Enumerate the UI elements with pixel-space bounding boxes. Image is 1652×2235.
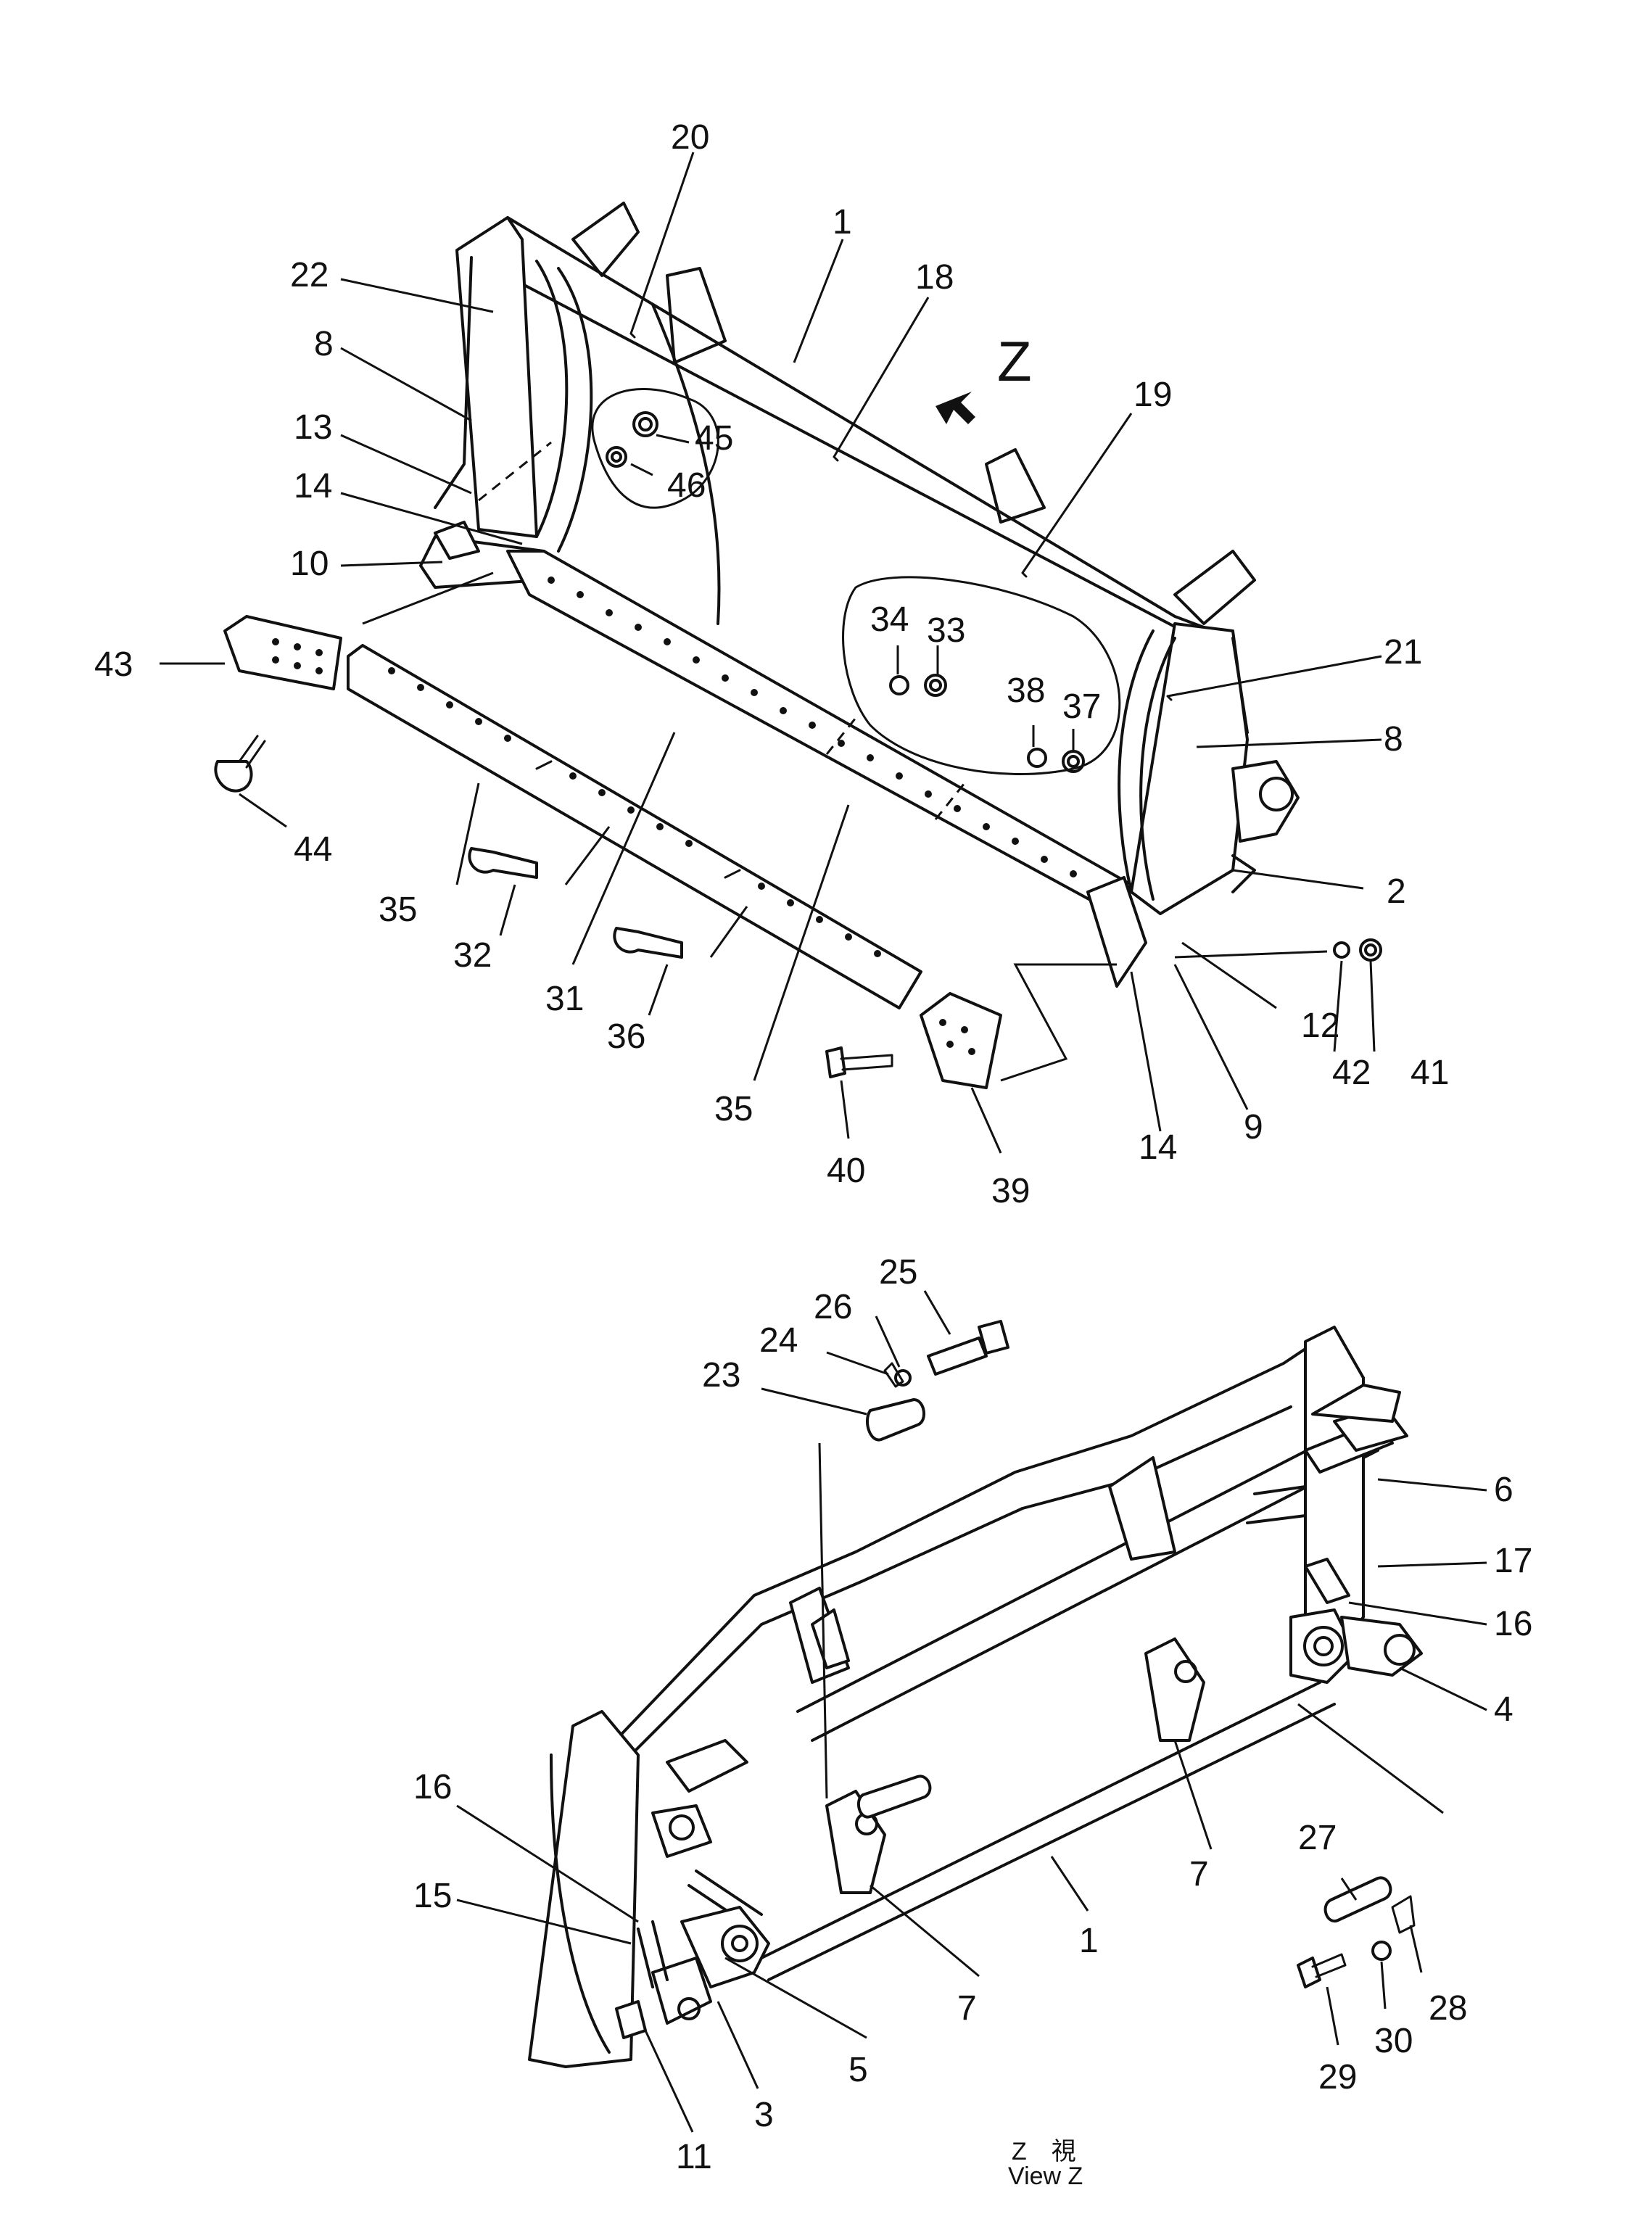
bottom-view-callouts: 25 26 24 23 6 17 16 4 7 27 1 7 28 30 29 … <box>413 1253 1532 2190</box>
callout-26: 26 <box>814 1288 852 1326</box>
callout-13: 13 <box>294 408 332 447</box>
callout-21: 21 <box>1384 633 1422 672</box>
callout-8b: 8 <box>1384 720 1403 759</box>
callout-12: 12 <box>1301 1007 1339 1045</box>
callout-22: 22 <box>290 256 329 294</box>
callout-6: 6 <box>1494 1471 1513 1509</box>
cutting-edge-lower-holes <box>388 667 881 957</box>
callout-29: 29 <box>1318 2058 1357 2096</box>
callout-34: 34 <box>870 600 909 639</box>
leader-lines <box>160 152 1487 2133</box>
callout-36: 36 <box>607 1017 645 1056</box>
callout-9: 9 <box>1244 1108 1263 1147</box>
callout-16: 16 <box>1494 1605 1532 1643</box>
callout-35: 35 <box>379 891 417 929</box>
callout-42: 42 <box>1332 1054 1371 1092</box>
callout-38: 38 <box>1007 672 1045 710</box>
callout-3: 3 <box>754 2096 774 2134</box>
blade-rear-assembly <box>528 1320 1423 2068</box>
callout-16b: 16 <box>413 1768 452 1806</box>
callout-14: 14 <box>294 467 332 505</box>
callout-10: 10 <box>290 545 329 583</box>
callout-4: 4 <box>1494 1690 1513 1729</box>
callout-7: 7 <box>1189 1855 1209 1893</box>
callout-14b: 14 <box>1139 1128 1177 1167</box>
callout-25: 25 <box>879 1253 917 1292</box>
callout-27: 27 <box>1298 1819 1337 1857</box>
callout-39: 39 <box>991 1172 1030 1210</box>
callout-31: 31 <box>545 980 584 1018</box>
callout-32: 32 <box>453 936 492 975</box>
callout-18: 18 <box>915 258 954 297</box>
callout-33: 33 <box>927 611 965 650</box>
callout-44: 44 <box>294 830 332 869</box>
callout-19: 19 <box>1133 376 1172 414</box>
callout-37: 37 <box>1062 687 1101 726</box>
callout-43: 43 <box>94 645 133 684</box>
cutting-edge-holes <box>548 577 1077 877</box>
callout-28: 28 <box>1429 1989 1467 2028</box>
callout-24: 24 <box>759 1321 798 1360</box>
view-direction-arrow <box>936 392 975 424</box>
callout-17: 17 <box>1494 1542 1532 1580</box>
end-bit-left-parts <box>214 521 1382 1089</box>
callout-35b: 35 <box>714 1090 753 1128</box>
top-view-callouts: 20 1 18 19 22 8 13 14 10 45 46 34 33 38 … <box>94 118 1449 1210</box>
callout-7b: 7 <box>957 1989 977 2028</box>
view-caption-en: View Z <box>1008 2162 1083 2190</box>
view-caption-jp: Z 視 <box>1012 2138 1076 2165</box>
callout-1b: 1 <box>1079 1922 1099 1960</box>
callout-5: 5 <box>848 2051 868 2089</box>
callout-1: 1 <box>833 203 852 241</box>
callout-41: 41 <box>1411 1054 1449 1092</box>
view-direction-label: Z <box>997 329 1032 393</box>
callout-11: 11 <box>676 2138 712 2176</box>
callout-45: 45 <box>695 419 733 458</box>
callout-2: 2 <box>1387 872 1406 911</box>
callout-30: 30 <box>1374 2022 1413 2060</box>
callout-8: 8 <box>314 325 334 363</box>
callout-40: 40 <box>827 1152 865 1190</box>
callout-15: 15 <box>413 1877 452 1915</box>
callout-20: 20 <box>671 118 709 157</box>
callout-46: 46 <box>667 466 706 505</box>
callout-23: 23 <box>702 1356 740 1395</box>
